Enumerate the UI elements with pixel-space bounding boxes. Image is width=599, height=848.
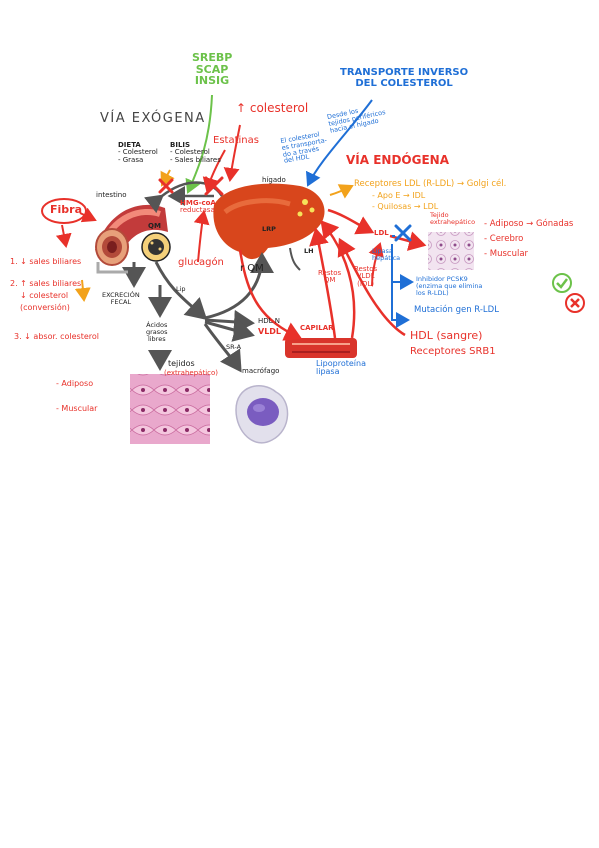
liver-illustration [213,183,325,260]
check-circle-icon [552,273,572,293]
via-exogena-title: VÍA EXÓGENA [100,111,206,126]
tissue-adiposo: - Adiposo [56,379,94,388]
arrow-glucagon [193,210,210,263]
arrow-liver-ldl [327,208,375,235]
sr-a-label: SR-A [226,343,242,351]
tejidos-label: tejidos [168,359,195,368]
macrophage-illustration [235,385,289,444]
colesterol-up-label: ↑ colesterol [236,101,309,115]
tejidos-sub-label: (extrahepático) [164,369,218,377]
transporte-inverso-title: TRANSPORTE INVERSO DEL COLESTEROL [340,67,469,89]
excrecion-label: EXCRECIÓN FECAL [102,291,140,306]
effect-2b: ↓ colesterol [20,291,69,300]
x-mark-ldl [394,224,412,242]
effect-2: 2. ↑ sales biliares [10,279,82,288]
intestino-label: intestino [96,191,127,199]
lh-label: LH [304,247,314,255]
organ-cerebro: - Cerebro [484,234,524,244]
tissue-muscular: - Muscular [56,404,98,413]
arrow-orange-receptores [329,184,354,199]
arrow-orange-left [74,279,91,302]
effect-2c: (conversión) [20,303,70,312]
lip-label: Lip [176,285,186,293]
glucagon-label: glucagón [178,257,224,268]
via-endogena-title: VÍA ENDÓGENA [346,153,449,167]
qm-intestine-label: QM [148,222,161,230]
arrow-gray-bend [96,262,128,274]
dieta-label: DIETA - Colesterol - Grasa [118,141,158,164]
bilis-label: BILIS - Colesterol - Sales biliares [170,141,221,164]
arrow-transporte [305,99,373,187]
arrow-fibra-down [55,224,72,248]
effect-3: 3. ↓ absor. colesterol [14,332,99,341]
arrow-estatinas [202,149,226,192]
capillary-illustration [285,338,357,358]
arrow-capilar-restos-vldl [320,220,356,339]
arrow-capilar-restos-qm [309,227,337,339]
ldl-label: LDL [374,229,389,237]
fibra-label: Fibra [50,203,83,216]
hdl-sangre-label: HDL (sangre) [410,329,483,342]
x-mark-bilis [158,178,174,194]
lrp-label: LRP [262,225,276,233]
mutacion-label: Mutación gen R-LDL [414,305,499,315]
macrofago-label: macrófago [242,367,280,375]
arrow-idl-ldl [368,242,384,287]
effect-1: 1. ↓ sales biliares [10,257,82,266]
arrow-qm-lip [154,261,208,321]
arrow-vldl [204,318,255,342]
receptores-srb1-label: Receptores SRB1 [410,346,496,357]
lipasa-hepatica-label: Lipasa hepática [372,247,401,262]
quilosas-label: - Quilosas → LDL [372,202,439,211]
arrow-hdl-sangre [337,237,406,337]
apo-e-label: - Apo E → IDL [372,191,426,200]
arrow-lh [289,247,301,271]
organ-adiposo: - Adiposo → Gónadas [484,219,574,229]
capilar-label: CAPILAR [300,324,334,332]
receptores-ldl-label: Receptores LDL (R-LDL) → Golgi cél. [354,179,507,189]
x-mark-hmg [204,176,224,196]
inhibidor-label: Inhibidor PCSK9 (enzima que elimina los … [416,275,483,297]
tissue-image [130,374,210,444]
hdl-n-label: HDL N [258,317,281,325]
restos-vldl-label: Restos VLDL (IDL) [354,265,378,288]
arrow-rqm [204,252,274,320]
restos-qm-label: Restos QM [318,269,342,285]
arrow-ldl-blue-down [391,244,410,328]
tejido-extra-label: Tejido extrahepático [430,211,476,226]
arrow-liver-vldl [238,249,303,341]
cross-circle-icon [565,293,585,313]
higado-label: hígado [262,176,286,184]
arrow-ldl-tejido [389,231,427,251]
intestine-illustration [95,204,168,266]
qm-particle [141,232,171,262]
rqm-label: r QM [240,263,264,274]
fibra-circle [41,198,87,224]
arrow-macrofago [203,323,242,373]
acidos-label: Ácidos grasos libres [146,321,168,343]
organ-muscular: - Muscular [484,249,529,259]
srebp-label: SREBP SCAP INSIG [192,51,233,88]
hmg-label: HMG-coA reductasa [180,199,216,215]
vldl-label: VLDL [258,327,282,336]
extrahepatic-tissue-image [428,232,474,270]
estatinas-label: Estatinas [213,135,259,146]
lipoproteina-label: Lipoproteína lipasa [316,359,366,377]
arrow-colesterol-up [223,124,241,182]
arrow-fibra [79,207,97,223]
